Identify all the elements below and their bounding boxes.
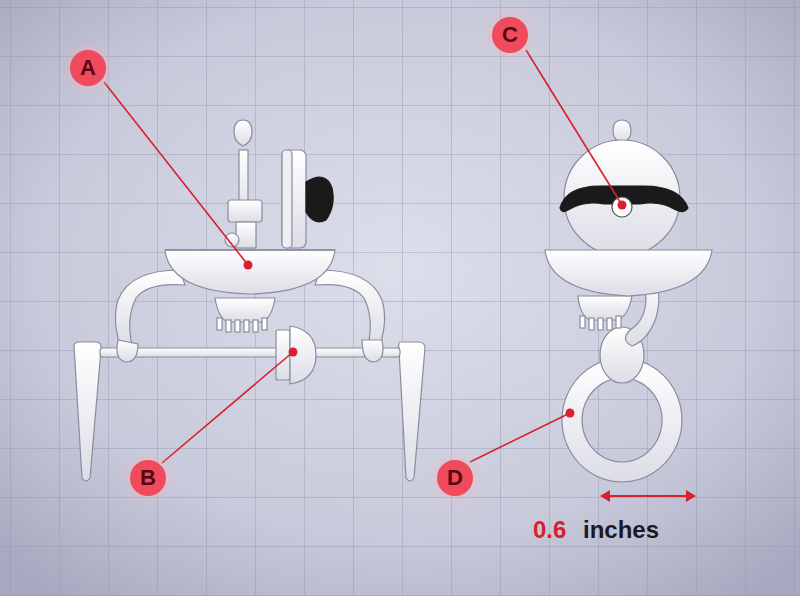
- callout-letter: D: [447, 467, 463, 489]
- dimension-arrow: [600, 490, 696, 502]
- dimension-value: 0.6: [533, 518, 566, 542]
- leader-lines: [104, 50, 622, 463]
- callout-letter: A: [80, 57, 96, 79]
- dimension-unit: inches: [583, 518, 659, 542]
- callout-letter: B: [140, 467, 156, 489]
- target-dots: [244, 201, 627, 418]
- callout-letter: C: [502, 24, 518, 46]
- side-view: [74, 120, 425, 481]
- callout-circles: [60, 7, 538, 506]
- front-view: [545, 120, 712, 482]
